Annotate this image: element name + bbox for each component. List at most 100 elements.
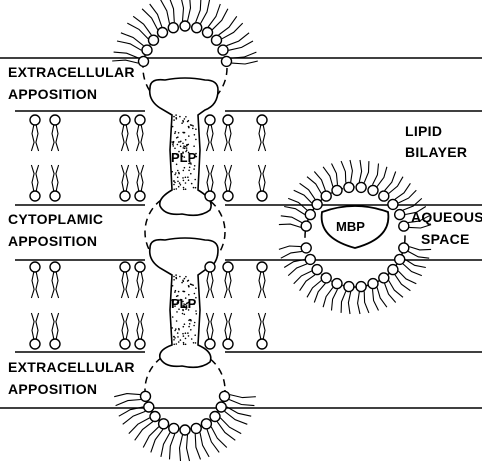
lipid-tail [200,433,209,457]
stipple-dot [175,117,177,119]
stipple-dot [184,314,186,316]
lipid-molecule [180,0,191,31]
stipple-dot [173,339,175,341]
lipid-head [305,254,315,264]
lipid-tail [114,394,140,397]
stipple-dot [190,329,192,331]
lipid-head [144,402,154,412]
stipple-dot [192,128,194,130]
stipple-dot [184,148,186,150]
lipid-tail [56,165,59,191]
lipid-tail [180,435,183,461]
lipid-head [210,412,220,422]
stipple-dot [184,146,186,148]
lipid-tail [364,291,369,313]
lipid-tail [359,160,361,182]
lipid-head [30,339,40,349]
lipid-head [388,199,398,209]
label-aqueous: AQUEOUS [411,209,482,225]
lipid-tail [126,125,129,151]
lipid-head [344,182,354,192]
lipid-molecule [180,425,191,461]
lipid-head [223,262,233,272]
stipple-dot [175,274,177,276]
stipple-dot [171,327,173,329]
stipple-dot [188,179,190,181]
stipple-dot [194,293,196,295]
lipid-head [312,265,322,275]
stipple-dot [175,114,177,116]
lipid-head [205,339,215,349]
stipple-dot [177,144,179,146]
lipid-tail [201,0,210,24]
stipple-dot [188,170,190,172]
lipid-molecule [294,265,322,291]
lipid-molecule [50,165,60,201]
lipid-head [321,191,331,201]
stipple-dot [178,141,180,143]
lipid-molecule [223,313,233,349]
lipid-tail [364,161,369,183]
lipid-tail [207,429,219,452]
lipid-tail [206,272,209,298]
stipple-dot [194,322,196,324]
lipid-molecule [203,4,228,38]
lipid-molecule [379,273,403,303]
label-bilayer: BILAYER [405,144,467,160]
lipid-tail [121,313,124,339]
stipple-dot [193,187,195,189]
lipid-head [301,221,311,231]
lipid-head [135,262,145,272]
lipid-tail [117,41,141,50]
lipid-tail [377,287,387,307]
lipid-molecule [257,313,267,349]
stipple-dot [189,167,191,169]
lipid-tail [136,313,139,339]
stipple-dot [185,344,187,346]
stipple-dot [173,344,175,346]
lipid-molecule [135,313,145,349]
lipid-head [50,262,60,272]
lipid-head [139,56,149,66]
lipid-tail [258,313,261,339]
stipple-dot [183,132,185,134]
stipple-dot [171,171,173,173]
lipid-tail [36,165,39,191]
lipid-tail [31,165,34,191]
stipple-dot [175,172,177,174]
lipid-molecule [50,262,60,298]
stipple-dot [190,173,192,175]
lipid-head [332,185,342,195]
lipid-head [395,254,405,264]
lipid-tail [188,0,191,21]
lipid-tail [229,400,254,406]
lipid-molecule [222,52,258,66]
stipple-dot [194,179,196,181]
lipid-head [50,191,60,201]
lipid-molecule [117,33,152,55]
lipid-molecule [120,262,130,298]
stipple-dot [177,170,179,172]
stipple-dot [191,338,193,340]
stipple-dot [187,176,189,178]
lipid-head [205,262,215,272]
lipid-molecule [257,165,267,201]
stipple-dot [180,184,182,186]
stipple-dot [182,280,184,282]
stipple-dot [176,311,178,313]
stipple-dot [193,342,195,344]
lipid-tail [187,435,190,461]
lipid-molecule [30,262,40,298]
lipid-tail [206,125,209,151]
lipid-tail [56,125,59,151]
label-apposition-top: APPOSITION [8,86,97,102]
lipid-tail [389,177,403,194]
lipid-molecule [205,115,215,151]
lipid-tail [224,165,227,191]
lipid-head [257,115,267,125]
lipid-tail [258,165,261,191]
lipid-molecule [210,412,241,441]
lipid-head [305,210,315,220]
stipple-dot [183,342,185,344]
lipid-molecule [50,115,60,151]
